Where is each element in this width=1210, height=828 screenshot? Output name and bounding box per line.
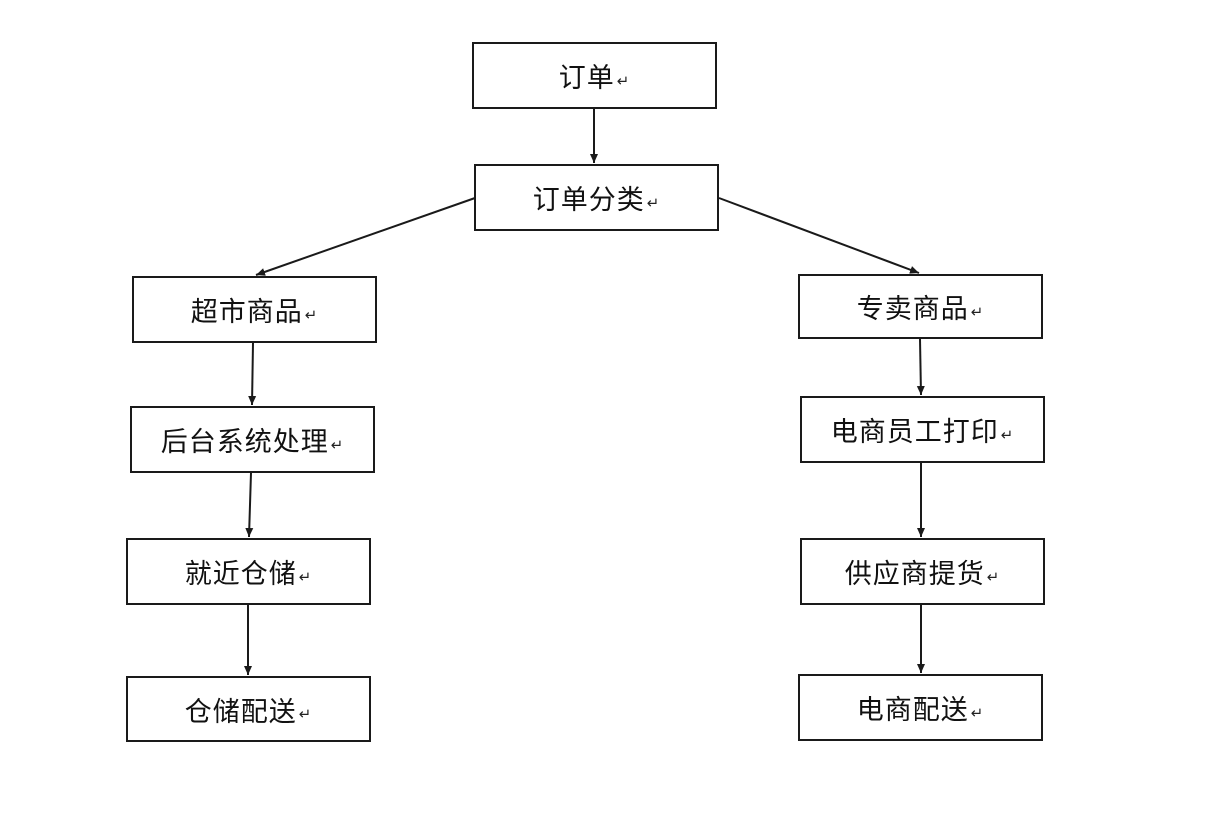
paragraph-mark-icon: ↵ xyxy=(646,193,661,212)
edge-classify-to-specialty xyxy=(718,197,920,274)
edge-backend-to-nearby-storage xyxy=(245,472,254,538)
paragraph-mark-icon: ↵ xyxy=(970,703,985,722)
edge-supermarket-to-backend xyxy=(248,342,257,406)
node-supermarket: 超市商品↵ xyxy=(132,276,377,343)
node-order: 订单↵ xyxy=(472,42,717,109)
node-classify-label: 订单分类 xyxy=(532,185,645,216)
node-nearby-storage-label: 就近仓储 xyxy=(184,559,297,590)
node-staff-print: 电商员工打印↵ xyxy=(800,396,1045,463)
node-specialty-label: 专卖商品 xyxy=(856,294,969,325)
paragraph-mark-icon: ↵ xyxy=(1000,425,1015,444)
edge-classify-to-supermarket xyxy=(255,197,476,276)
node-ecom-delivery-label: 电商配送 xyxy=(856,695,969,726)
node-supplier-pickup-label: 供应商提货 xyxy=(844,559,985,590)
paragraph-mark-icon: ↵ xyxy=(616,71,631,90)
edge-specialty-to-staff-print xyxy=(916,338,925,396)
node-staff-print-label: 电商员工打印 xyxy=(830,417,999,448)
node-supplier-pickup: 供应商提货↵ xyxy=(800,538,1045,605)
node-storage-delivery-label: 仓储配送 xyxy=(184,696,297,728)
node-order-label: 订单 xyxy=(558,63,615,94)
node-storage-delivery: 仓储配送↵ xyxy=(126,676,371,742)
paragraph-mark-icon: ↵ xyxy=(986,567,1001,586)
paragraph-mark-icon: ↵ xyxy=(298,705,313,723)
node-backend-label: 后台系统处理 xyxy=(160,427,329,458)
node-specialty: 专卖商品↵ xyxy=(798,274,1043,339)
paragraph-mark-icon: ↵ xyxy=(304,305,319,324)
paragraph-mark-icon: ↵ xyxy=(298,567,313,586)
node-classify: 订单分类↵ xyxy=(474,164,719,231)
paragraph-mark-icon: ↵ xyxy=(970,302,985,321)
node-backend: 后台系统处理↵ xyxy=(130,406,375,473)
node-supermarket-label: 超市商品 xyxy=(190,297,303,328)
node-nearby-storage: 就近仓储↵ xyxy=(126,538,371,605)
node-ecom-delivery: 电商配送↵ xyxy=(798,674,1043,741)
paragraph-mark-icon: ↵ xyxy=(330,435,345,454)
